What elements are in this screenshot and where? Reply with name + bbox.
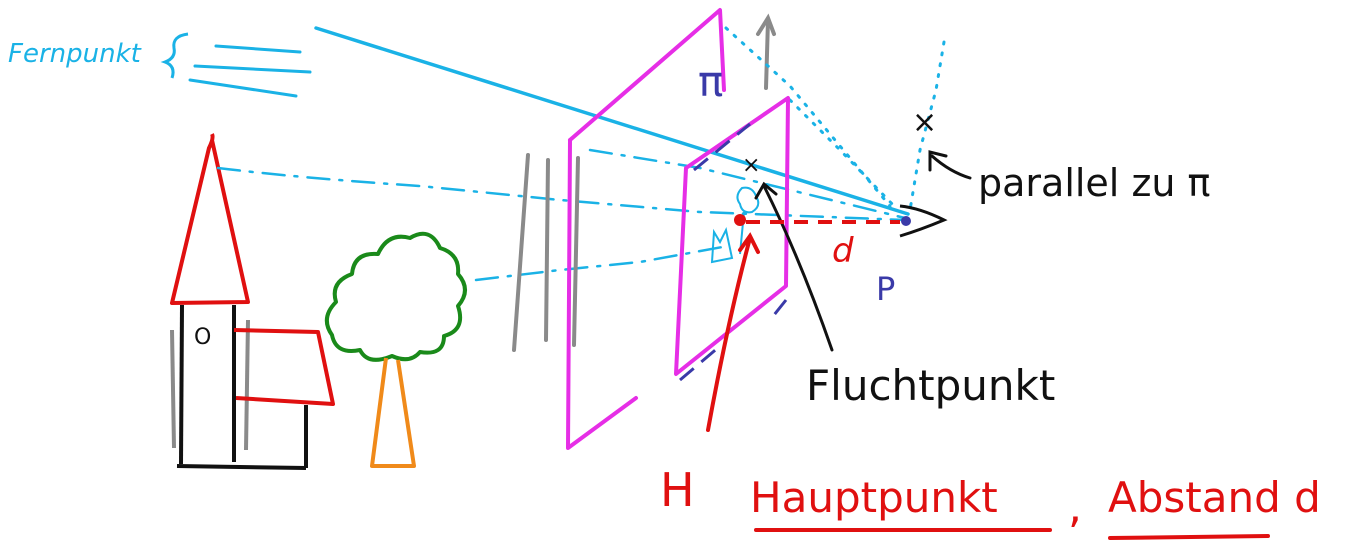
d-label: d: [832, 231, 854, 271]
vanishing-point-mark: ×: [742, 153, 760, 178]
tree-crown: [324, 231, 467, 362]
far-point-ray: [314, 26, 910, 216]
church-shadow-lines: [170, 319, 250, 451]
projection-rays: [216, 148, 907, 282]
eye-icon: [899, 204, 948, 238]
abstand-underline: [1108, 534, 1270, 540]
p-label: P: [876, 270, 895, 308]
tree: [324, 231, 467, 468]
vertical-dotted-line: [908, 40, 946, 212]
fluchtpunkt-label: Fluchtpunkt: [806, 361, 1055, 410]
eye-pupil: [901, 216, 911, 226]
picture-plane-pi: [566, 8, 726, 450]
gray-vertical-lines: [512, 153, 580, 352]
hauptpunkt-label: Hauptpunkt: [750, 473, 998, 522]
church: O: [170, 133, 335, 470]
inner-plane-blue-dash: [679, 122, 788, 382]
h-label: H: [660, 463, 695, 517]
parallel-arrow: [928, 150, 972, 180]
comma-label: ,: [1068, 482, 1082, 533]
church-nave-roof: [233, 328, 335, 406]
church-spire: [170, 133, 250, 305]
plane-dotted-top: [788, 98, 898, 210]
church-tower: [176, 304, 308, 470]
vanishing-point-arrow: [754, 181, 834, 352]
parallel-label: parallel zu π: [978, 161, 1210, 205]
church-window: O: [194, 325, 211, 350]
inner-plane: [674, 96, 790, 376]
up-arrow-icon: [756, 13, 776, 90]
fernpunkt-brace: [160, 32, 189, 79]
projected-image-sketch: [710, 186, 760, 264]
pi-label: π: [698, 57, 723, 106]
fernpunkt-label: Fernpunkt: [8, 39, 142, 69]
principal-point-dot: [734, 214, 746, 226]
abstand-label: Abstand d: [1108, 473, 1321, 522]
far-point-parallel-lines: [188, 44, 312, 98]
tree-trunk: [370, 357, 416, 468]
parallel-x-mark: ×: [912, 105, 937, 140]
principal-point-arrow: [706, 232, 760, 432]
